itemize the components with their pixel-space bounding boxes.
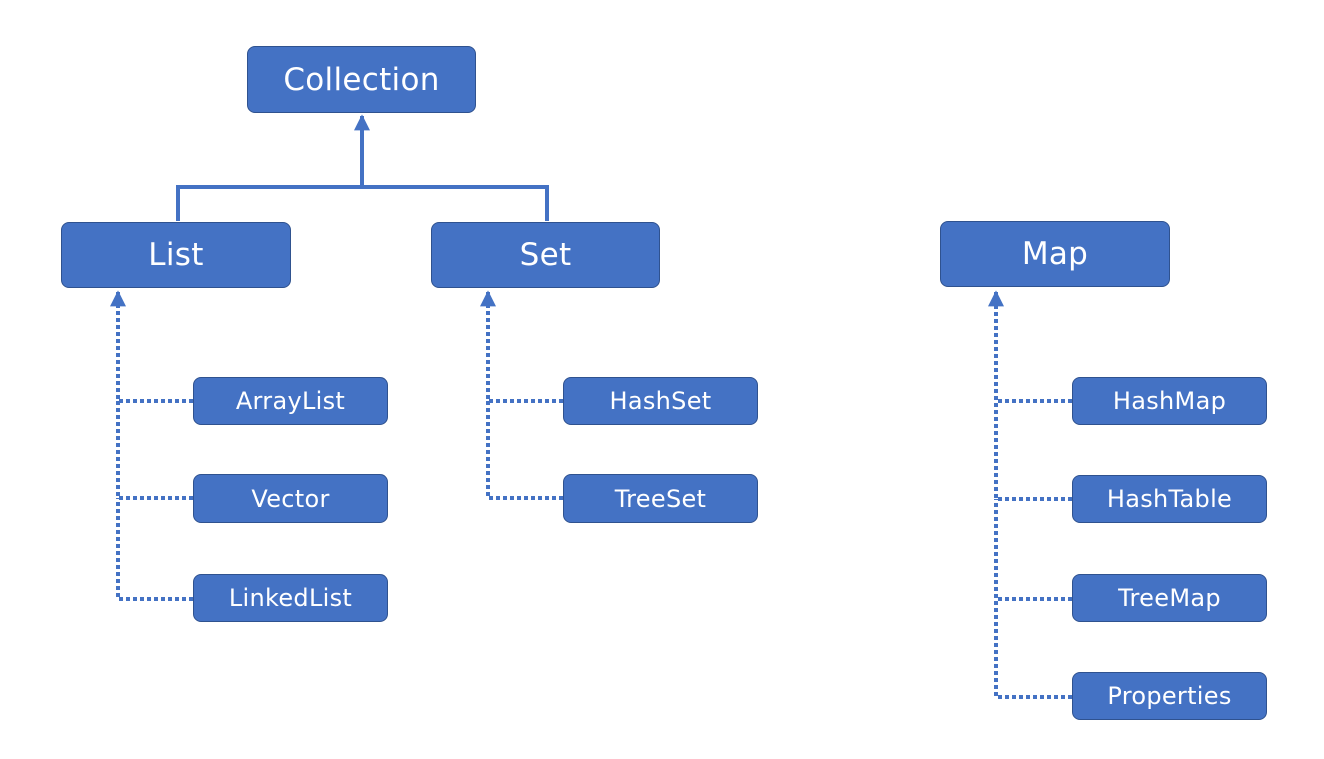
treemap-to-map-line [994, 499, 1072, 601]
vector-label: Vector [251, 484, 330, 513]
list-node: List [61, 222, 291, 288]
vector-node: Vector [193, 474, 388, 523]
hashmap-node: HashMap [1072, 377, 1267, 425]
arraylist-to-list-line [110, 290, 193, 403]
list-label: List [148, 237, 204, 273]
set-node: Set [431, 222, 660, 288]
treeset-node: TreeSet [563, 474, 758, 523]
hashtable-label: HashTable [1106, 485, 1233, 513]
arraylist-label: ArrayList [235, 387, 346, 415]
treemap-label: TreeMap [1118, 584, 1221, 612]
collection-node: Collection [247, 46, 476, 113]
map-node: Map [940, 221, 1170, 287]
treeset-to-set-line [486, 401, 563, 500]
hashmap-to-map-line [988, 290, 1072, 403]
linkedlist-node: LinkedList [193, 574, 388, 622]
set-label: Set [519, 237, 572, 273]
list-to-collection-line [176, 114, 370, 221]
linkedlist-label: LinkedList [228, 584, 353, 612]
hashset-to-set-line [480, 290, 563, 403]
hashset-node: HashSet [563, 377, 758, 425]
hashmap-label: HashMap [1112, 387, 1227, 415]
hashtable-to-map-line [994, 401, 1072, 501]
properties-node: Properties [1072, 672, 1267, 720]
map-label: Map [1021, 236, 1089, 272]
vector-to-list-line [116, 401, 193, 500]
hashtable-node: HashTable [1072, 475, 1267, 523]
linkedlist-to-list-line [116, 498, 193, 601]
collection-label: Collection [283, 61, 440, 98]
properties-to-map-line [994, 599, 1072, 699]
treeset-label: TreeSet [614, 484, 707, 513]
hashset-label: HashSet [609, 387, 712, 415]
set-to-collection-line [362, 185, 549, 221]
properties-label: Properties [1107, 682, 1232, 710]
treemap-node: TreeMap [1072, 574, 1267, 622]
arraylist-node: ArrayList [193, 377, 388, 425]
